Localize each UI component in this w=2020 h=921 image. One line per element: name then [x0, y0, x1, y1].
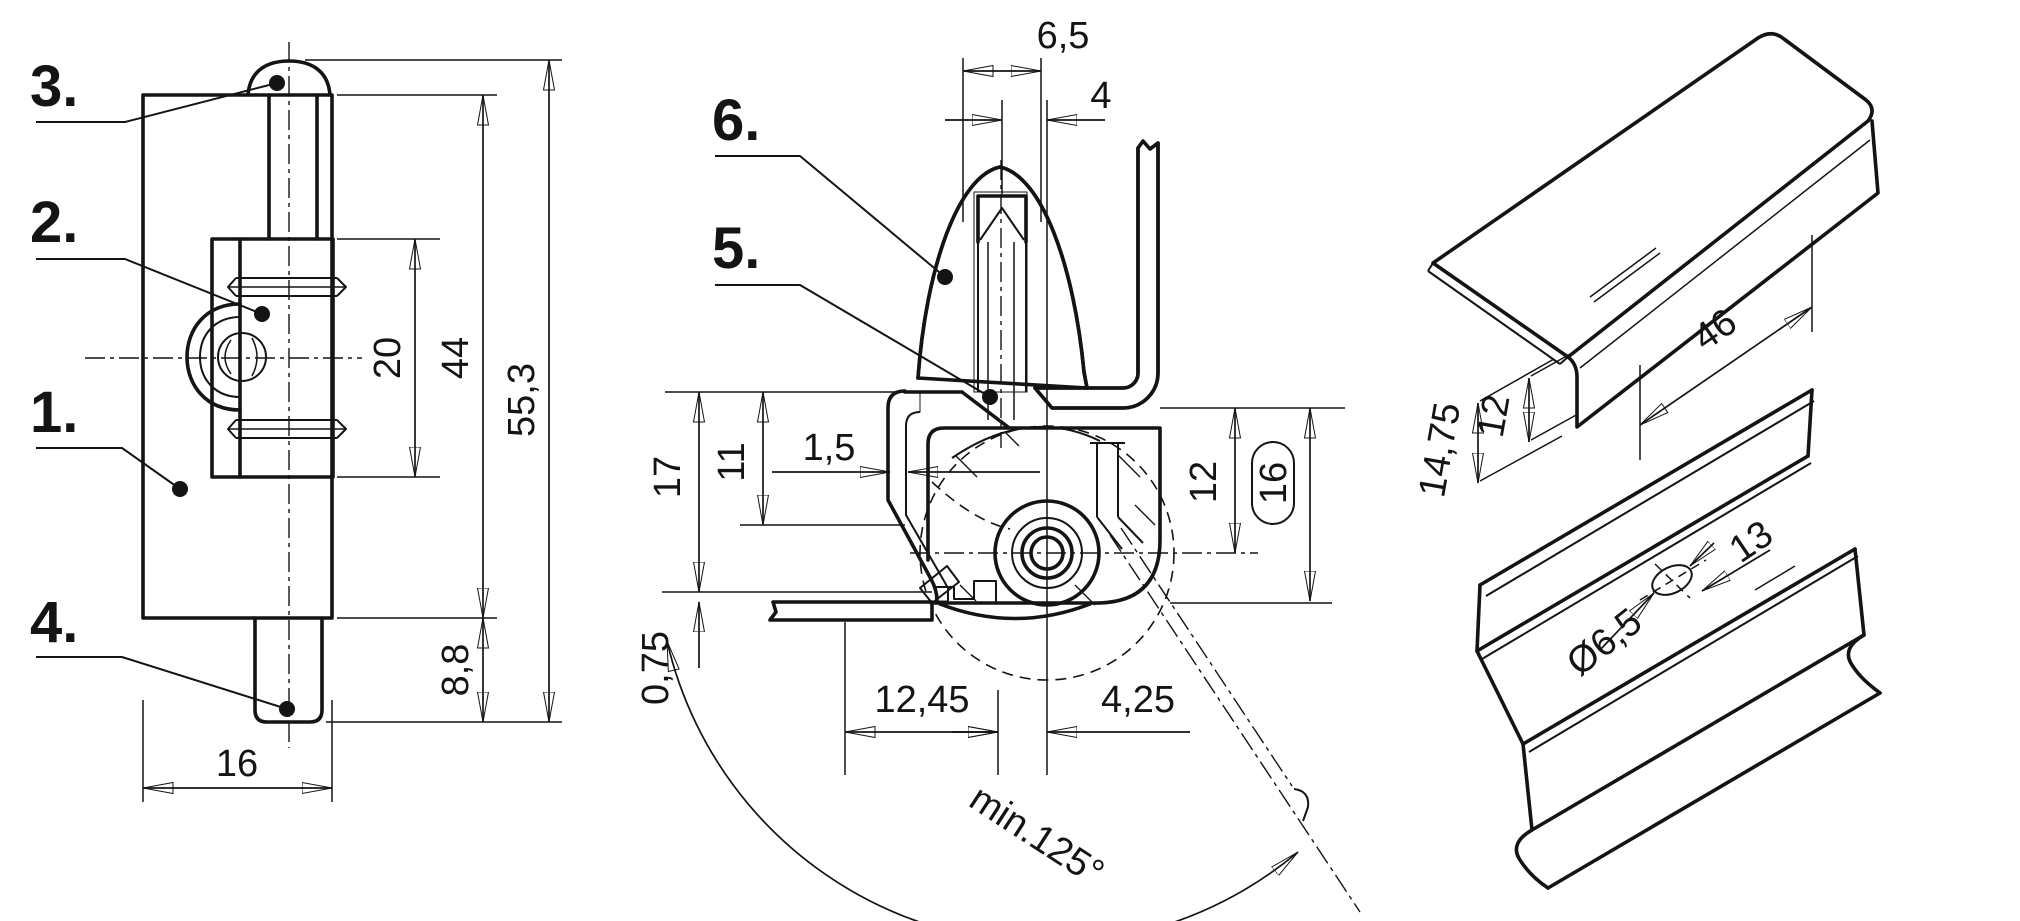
dim-hole-diameter: Ø6,5 [1559, 543, 1714, 684]
dim-12-offset: 12 [1183, 408, 1235, 553]
dim-16-frame [1251, 441, 1295, 525]
dim-12-label: 12 [1183, 461, 1225, 503]
dim-44-plate: 44 [435, 95, 483, 618]
front-view: 16 20 44 55,3 8,8 3. 2. 1. [30, 42, 562, 802]
part-label-1: 1. [30, 380, 188, 497]
iso-cover-angle [1427, 31, 1880, 429]
body-hatch [954, 431, 1156, 606]
dim-opening-angle: min.125° [666, 641, 1299, 921]
clamp-bracket-wall [887, 390, 949, 602]
dim-13: 13 [1701, 513, 1796, 592]
frame-sheet [768, 600, 934, 622]
dim-13-label: 13 [1722, 513, 1781, 571]
dim-55-3-total: 55,3 [501, 60, 549, 722]
label-4-text: 4. [30, 590, 78, 655]
part-label-3: 3. [30, 54, 285, 123]
dim-46-label: 46 [1686, 301, 1745, 360]
door-sheet-outline [1033, 141, 1160, 410]
dim-12-iso-label: 12 [1470, 391, 1519, 440]
dim-12-45: 12,45 [845, 679, 998, 732]
label-3-text: 3. [30, 54, 78, 119]
dim-0-75: 0,75 [635, 602, 699, 705]
pin-lower-end [253, 616, 324, 724]
dim-0-75-label: 0,75 [635, 631, 677, 705]
dim-16-width: 16 [143, 743, 332, 788]
plate-notch [210, 237, 242, 479]
spring-clip [185, 302, 267, 412]
dim-6-5: 6,5 [963, 15, 1089, 71]
iso-view: 46 14,75 12 Ø6,5 13 [1411, 31, 1882, 890]
dim-4: 4 [945, 75, 1112, 120]
dim-16-depth: 16 [1251, 408, 1310, 601]
section-extension-lines [665, 58, 1345, 775]
label-5-text: 5. [712, 216, 760, 281]
dim-46: 46 [1639, 235, 1813, 460]
iso-bottom-rail [1475, 388, 1882, 890]
dim-8-8-pin: 8,8 [435, 618, 483, 722]
section-view: 6,5 4 17 11 1,5 0,75 12 [635, 15, 1361, 921]
dim-4-25-label: 4,25 [1101, 679, 1175, 721]
dim-4-25: 4,25 [952, 679, 1190, 732]
dim-11: 11 [711, 392, 763, 525]
label-2-text: 2. [30, 190, 78, 255]
knuckle-ring-top [227, 277, 347, 297]
dim-1-5: 1,5 [772, 427, 1040, 472]
hinge-plate-outline [141, 93, 334, 620]
hinge-pin-section [976, 160, 1028, 448]
dim-1-5-label: 1,5 [803, 427, 856, 469]
dim-6-5-label: 6,5 [1037, 15, 1090, 57]
mounting-hole [1651, 564, 1693, 596]
part-label-6: 6. [712, 88, 953, 285]
dim-angle-label: min.125° [962, 777, 1111, 894]
knuckle-body [238, 237, 335, 479]
dim-17: 17 [647, 392, 699, 592]
dim-4-label: 4 [1090, 75, 1111, 117]
front-extension-lines [142, 59, 562, 802]
clamp-inner [905, 411, 949, 601]
part-label-5: 5. [712, 216, 998, 405]
label-6-text: 6. [712, 88, 760, 153]
pin-dome [246, 59, 332, 97]
dim-14-75-label: 14,75 [1411, 399, 1469, 500]
dim-12-iso: 12 [1470, 352, 1579, 442]
hinge-body [903, 390, 1175, 681]
dim-55-3-label: 55,3 [501, 363, 543, 437]
dim-16-label: 16 [216, 743, 258, 785]
dim-20-knuckle: 20 [367, 239, 415, 477]
dim-16-depth-label: 16 [1253, 462, 1295, 504]
dim-12-45-label: 12,45 [874, 679, 969, 721]
dim-20-label: 20 [367, 337, 409, 379]
part-label-2: 2. [30, 190, 270, 322]
pin-shaft-upper [267, 93, 319, 241]
dim-8-8-label: 8,8 [435, 644, 477, 697]
part-label-4: 4. [30, 590, 295, 717]
dim-hole-dia-label: Ø6,5 [1559, 601, 1650, 685]
dim-17-label: 17 [647, 456, 689, 498]
dim-44-label: 44 [435, 337, 477, 379]
label-1-text: 1. [30, 380, 78, 445]
cap-outline [916, 165, 1089, 390]
knuckle-ring-bottom [227, 419, 347, 439]
dim-11-label: 11 [711, 442, 753, 481]
